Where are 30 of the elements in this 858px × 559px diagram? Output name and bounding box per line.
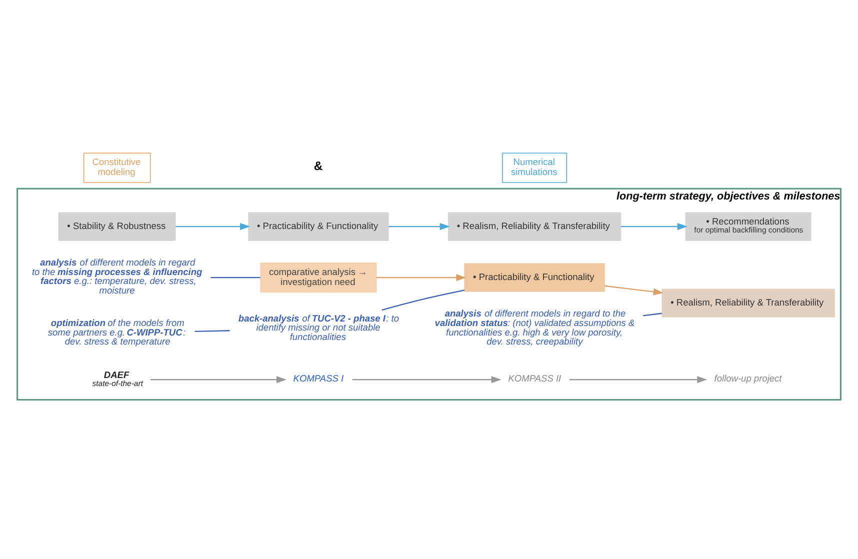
- arrow: [176, 223, 250, 230]
- node-text: analysis of different models in regard to the validation status: (not) validated assumptions & functionalities e.g. high & very low porosity, dev. stress, creepability: [434, 308, 635, 347]
- node-box: Constitutive modeling: [83, 152, 151, 183]
- arrow: [150, 376, 287, 384]
- arrow: [352, 376, 502, 384]
- node-text: KOMPASS I: [293, 373, 344, 384]
- node-box: Numerical simulations: [502, 152, 567, 183]
- connector: [642, 312, 662, 316]
- arrow: [376, 274, 466, 282]
- node-box: comparative analysis → investigation need: [260, 262, 377, 293]
- node-text: DAEF state-of-the-art: [92, 370, 143, 388]
- node-text: analysis of different models in regard to the missing processes & influencing factors e.g.: temperature, dev. stress, moisture: [32, 258, 202, 296]
- label: &: [314, 158, 323, 173]
- node-text: KOMPASS II: [508, 373, 562, 384]
- node-box: • Realism, Reliability & Transferability: [448, 212, 622, 241]
- node-text: follow-up project: [714, 373, 782, 384]
- arrow: [621, 223, 688, 230]
- arrow: [604, 285, 664, 296]
- node-box: • Practicability & Functionality: [464, 263, 605, 292]
- node-text: optimization of the models from some partners e.g. C-WIPP-TUC: dev. stress & temperature: [48, 318, 186, 347]
- node-box: • Practicability & Functionality: [248, 212, 389, 241]
- arrow: [388, 223, 450, 230]
- node-text: back-analysis of TUC-V2 - phase I: to identify missing or not suitable functionalities: [238, 313, 399, 342]
- arrow: [569, 376, 708, 384]
- node-box: • Stability & Robustness: [58, 212, 176, 241]
- node-box: • Realism, Reliability & Transferability: [662, 288, 835, 318]
- node-box: • Recommendations for optimal backfilling conditions: [685, 212, 812, 241]
- connector: [382, 290, 465, 311]
- connector: [194, 330, 230, 332]
- connector: [210, 276, 260, 278]
